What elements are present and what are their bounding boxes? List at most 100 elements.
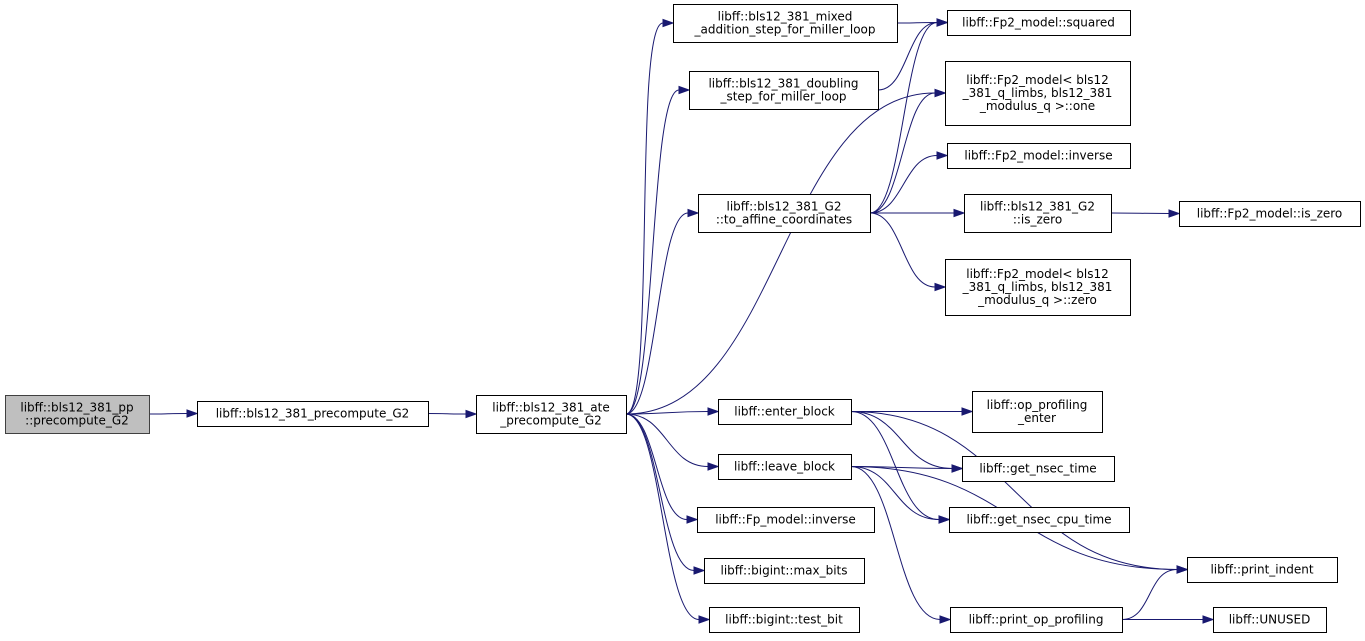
arrowhead-icon: [936, 18, 949, 27]
node-box: [964, 194, 1112, 233]
edge-to_affine-to-fp2_squared: [869, 18, 949, 214]
node-label: libff::bls12_381_ate: [492, 401, 609, 415]
arrowhead-icon: [465, 409, 478, 419]
node-box: [197, 401, 429, 427]
node-doubling-step[interactable]: libff::bls12_381_doubling_step_for_mille…: [689, 71, 879, 110]
node-print-op-profiling[interactable]: libff::print_op_profiling: [950, 607, 1123, 633]
node-box: [718, 454, 852, 480]
edge-to_affine-to-fp2_one: [869, 88, 947, 214]
arrowhead-icon: [934, 282, 947, 292]
arrowhead-icon: [707, 462, 720, 471]
node-fp2-zero[interactable]: libff::Fp2_model< bls12_381_q_limbs, bls…: [945, 259, 1131, 316]
edge-bls12_381_precompute_g2-to-ate_precompute_g2: [427, 409, 478, 419]
edge-line: [625, 413, 695, 571]
node-get-nsec-cpu-time[interactable]: libff::get_nsec_cpu_time: [949, 507, 1130, 533]
node-box: [947, 143, 1131, 169]
arrowhead-icon: [953, 208, 966, 218]
node-box: [949, 507, 1130, 533]
edge-leave_block-to-get_nsec_cpu_time: [850, 466, 951, 524]
node-box: [962, 456, 1115, 482]
node-fp2-is-zero[interactable]: libff::Fp2_model::is_zero: [1179, 201, 1361, 227]
edge-line: [427, 413, 467, 415]
edge-enter_block-to-get_nsec_time: [850, 411, 964, 473]
node-box: [709, 607, 860, 633]
edge-line: [869, 92, 936, 214]
edge-print_op_profiling-to-unused: [1121, 615, 1215, 624]
edge-line: [869, 155, 938, 214]
edge-line: [896, 22, 938, 24]
node-get-nsec-time[interactable]: libff::get_nsec_time: [962, 456, 1115, 482]
node-fp2-inverse[interactable]: libff::Fp2_model::inverse: [947, 143, 1131, 169]
edge-ate_precompute_g2-to-doubling_step: [625, 85, 691, 415]
node-label: libff::Fp2_model< bls12: [966, 267, 1109, 281]
edge-line: [850, 466, 941, 620]
node-max-bits[interactable]: libff::bigint::max_bits: [704, 558, 865, 584]
edge-leave_block-to-print_op_profiling: [850, 466, 952, 624]
node-to-affine[interactable]: libff::bls12_381_G2::to_affine_coordinat…: [698, 194, 871, 233]
node-label: _modulus_q >::zero: [977, 293, 1097, 307]
edge-line: [625, 89, 680, 415]
node-fp2-squared[interactable]: libff::Fp2_model::squared: [947, 10, 1131, 36]
edge-line: [877, 22, 938, 91]
node-label: libff::bls12_381_pp: [20, 401, 133, 415]
arrowhead-icon: [678, 85, 691, 95]
node-label: libff::print_op_profiling: [969, 613, 1104, 627]
arrowhead-icon: [951, 464, 964, 473]
node-box: [476, 395, 627, 434]
node-precompute-g2-pp[interactable]: libff::bls12_381_pp::precompute_G2: [5, 395, 150, 434]
node-g2-is-zero[interactable]: libff::bls12_381_G2::is_zero: [964, 194, 1112, 233]
node-box: [704, 558, 865, 584]
node-box: [1187, 557, 1338, 583]
edge-enter_block-to-print_indent: [850, 411, 1189, 574]
node-box: [945, 259, 1131, 316]
node-enter-block[interactable]: libff::enter_block: [718, 399, 852, 425]
edge-line: [625, 22, 664, 415]
node-label: libff::bls12_381_G2: [980, 200, 1095, 214]
node-fp2-one[interactable]: libff::Fp2_model< bls12_381_q_limbs, bls…: [945, 61, 1131, 126]
edge-line: [850, 411, 940, 520]
node-label: _381_q_limbs, bls12_381: [962, 280, 1113, 294]
node-label: libff::enter_block: [734, 405, 835, 419]
edge-ate_precompute_g2-to-fp_inverse: [625, 413, 699, 524]
node-box: [1213, 607, 1327, 633]
node-label: libff::bls12_381_mixed: [718, 10, 853, 24]
edge-enter_block-to-op_profiling_enter: [850, 407, 974, 416]
node-op-profiling-enter[interactable]: libff::op_profiling_enter: [972, 391, 1103, 433]
edge-line: [1121, 569, 1178, 620]
node-label: libff::bls12_381_doubling: [708, 77, 858, 91]
arrowhead-icon: [186, 409, 199, 418]
node-bls12-381-precompute-g2[interactable]: libff::bls12_381_precompute_G2: [197, 401, 429, 427]
arrowhead-icon: [707, 407, 720, 416]
edge-ate_precompute_g2-to-mixed_addition_step: [625, 18, 675, 415]
node-ate-precompute-g2[interactable]: libff::bls12_381_ate_precompute_G2: [476, 395, 627, 434]
edge-ate_precompute_g2-to-leave_block: [625, 413, 720, 471]
node-fp-inverse[interactable]: libff::Fp_model::inverse: [697, 507, 875, 533]
node-leave-block[interactable]: libff::leave_block: [718, 454, 852, 480]
node-box: [950, 607, 1123, 633]
node-label: _modulus_q >::one: [979, 99, 1095, 113]
arrowhead-icon: [686, 515, 699, 524]
node-label: ::is_zero: [1013, 213, 1062, 227]
edge-line: [850, 466, 940, 520]
edge-ate_precompute_g2-to-to_affine: [625, 208, 700, 415]
node-box: [698, 194, 871, 233]
node-unused[interactable]: libff::UNUSED: [1213, 607, 1327, 633]
node-label: libff::bls12_381_precompute_G2: [216, 407, 410, 421]
node-mixed-addition-step[interactable]: libff::bls12_381_mixed_addition_step_for…: [673, 4, 898, 43]
edge-line: [625, 212, 689, 415]
edge-to_affine-to-fp2_inverse: [869, 151, 949, 214]
node-print-indent[interactable]: libff::print_indent: [1187, 557, 1338, 583]
node-box: [945, 61, 1131, 126]
edge-precompute_g2_pp-to-bls12_381_precompute_g2: [148, 409, 199, 418]
edge-to_affine-to-g2_is_zero: [870, 208, 966, 218]
node-box: [947, 10, 1131, 36]
node-box: [697, 507, 875, 533]
node-box: [5, 395, 150, 434]
arrowhead-icon: [961, 407, 974, 416]
node-label: _precompute_G2: [499, 414, 602, 428]
node-label: _addition_step_for_miller_loop: [693, 23, 875, 37]
edge-line: [850, 411, 953, 469]
node-test-bit[interactable]: libff::bigint::test_bit: [709, 607, 860, 633]
edge-line: [625, 413, 700, 620]
